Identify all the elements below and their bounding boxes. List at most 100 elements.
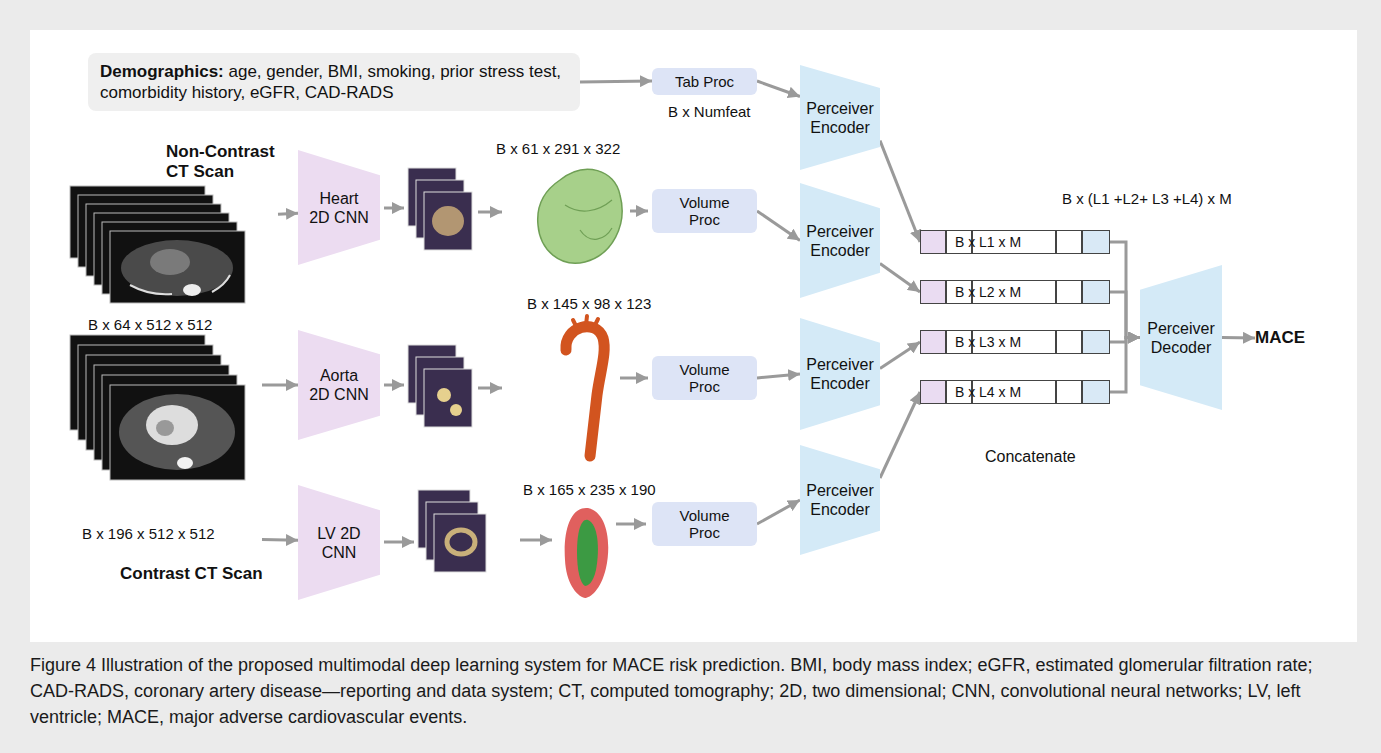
flow-arrow: [278, 213, 298, 214]
process-box: Tab Proc: [652, 68, 757, 95]
node-text: Volume Proc: [674, 361, 736, 395]
ct-slice: [110, 385, 245, 480]
arrow: [630, 210, 648, 213]
node-text: B x L4 x M: [946, 380, 1030, 404]
dimension-label: B x 165 x 235 x 190: [523, 481, 656, 498]
ct-anatomy: [121, 240, 233, 296]
cnn-block: LV 2D CNN: [298, 485, 380, 600]
heart-region: [146, 405, 198, 445]
trapezoid: [298, 150, 380, 265]
ribs: [130, 275, 230, 294]
dimension-label: B x Numfeat: [668, 103, 751, 120]
token-cell: [921, 381, 946, 404]
flow-arrow: [880, 141, 920, 242]
group-label: Concatenate: [985, 448, 1076, 466]
ct-slices: [70, 186, 245, 303]
heart-chamber: [156, 420, 174, 436]
aorta-mask: [450, 404, 462, 416]
process-box: Volume Proc: [652, 189, 757, 233]
ct-slice: [110, 231, 245, 303]
demographics-box: Demographics:age, gender, BMI, smoking, …: [88, 53, 580, 111]
spine: [177, 457, 193, 469]
dimension-label: B x 64 x 512 x 512: [88, 316, 212, 333]
shape-outline: [800, 318, 880, 430]
node-text: Heart 2D CNN: [308, 189, 370, 227]
trapezoid: [800, 183, 880, 298]
token-cell: [1083, 231, 1110, 254]
node-text: Aorta 2D CNN: [308, 366, 370, 404]
trapezoid: [800, 445, 880, 555]
flow-arrow: [262, 538, 298, 542]
node-text: Non-Contrast CT Scan: [166, 142, 281, 182]
shape-outline: [1140, 265, 1222, 410]
arrow: [384, 207, 404, 210]
token-bar: B x L1 x M: [920, 230, 1110, 254]
perceiver-encoder: Perceiver Encoder: [800, 445, 880, 555]
token-cell: [1057, 281, 1082, 304]
heart-3d-detail: [565, 200, 612, 239]
flow-arrow: [880, 342, 920, 368]
lv-3d-inner: [577, 520, 598, 586]
heart-mask: [432, 206, 464, 236]
dimension-label: B x 145 x 98 x 123: [527, 295, 651, 312]
token-cell: [921, 331, 946, 354]
flow-arrow: [880, 392, 920, 478]
shape-outline: [298, 150, 380, 265]
body-outline: [121, 240, 233, 296]
token-cell: [921, 281, 946, 304]
flow-arrow: [1222, 336, 1255, 340]
token-cell: [1083, 381, 1110, 404]
slice: [416, 180, 464, 238]
node-text: Perceiver Encoder: [802, 222, 878, 260]
slice: [424, 192, 472, 250]
arrow: [520, 539, 552, 542]
cnn-block: Aorta 2D CNN: [298, 330, 380, 440]
flow-arrow: [1110, 242, 1140, 338]
dimension-label: B x 61 x 291 x 322: [496, 140, 620, 157]
token-cell: [1057, 231, 1082, 254]
node-text: Tab Proc: [656, 73, 753, 90]
token-cell: [1057, 331, 1082, 354]
cnn-block: Heart 2D CNN: [298, 150, 380, 265]
arrow: [384, 384, 404, 387]
lv-mask: [447, 530, 475, 554]
arrow: [478, 387, 502, 390]
shape-outline: [800, 183, 880, 298]
trapezoid: [800, 318, 880, 430]
arrow: [384, 541, 414, 544]
body-outline: [119, 394, 235, 470]
node-text: LV 2D CNN: [308, 524, 370, 562]
aorta-branches: [573, 316, 598, 328]
process-box: Volume Proc: [652, 356, 757, 400]
ct-scan-stack: Non-Contrast CT Scan: [62, 140, 278, 305]
arrow: [620, 377, 648, 380]
figure-caption: Figure 4 Illustration of the proposed mu…: [30, 652, 1352, 730]
flow-arrow: [757, 500, 800, 524]
spine: [183, 284, 201, 296]
shape-outline: [800, 445, 880, 555]
heart-region: [150, 249, 190, 275]
node-text: Perceiver Encoder: [802, 99, 878, 137]
shape-outline: [298, 485, 380, 600]
node-text: Perceiver Encoder: [802, 355, 878, 393]
flow-arrow: [580, 81, 652, 82]
ct-anatomy: [119, 394, 235, 470]
flow-arrow: [1110, 338, 1140, 393]
ct-slices: [70, 335, 245, 480]
arrow: [478, 211, 502, 214]
flow-arrow: [757, 374, 800, 378]
token-cell: [1057, 381, 1082, 404]
shape-outline: [298, 330, 380, 440]
flow-arrow: [757, 211, 800, 241]
perceiver-encoder: Perceiver Encoder: [800, 318, 880, 430]
node-text: Perceiver Decoder: [1143, 319, 1219, 357]
node-text: B x L1 x M: [946, 230, 1030, 254]
token-bar: B x L2 x M: [920, 280, 1110, 304]
flow-arrow: [262, 384, 298, 387]
node-text: B x L3 x M: [946, 330, 1030, 354]
node-text: MACE: [1255, 328, 1305, 348]
flow-arrow: [880, 264, 920, 293]
process-box: Volume Proc: [652, 502, 757, 546]
box-heading: Demographics:: [100, 62, 224, 81]
